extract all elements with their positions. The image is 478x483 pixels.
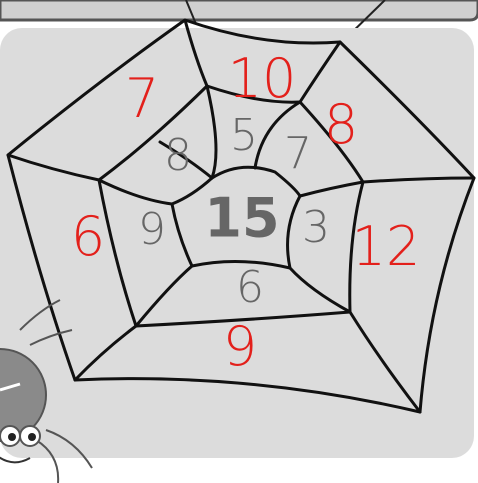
center-number: 15 bbox=[204, 187, 279, 250]
outer-number-top: 10 bbox=[228, 47, 297, 110]
outer-number-top-right: 8 bbox=[324, 93, 358, 156]
top-banner bbox=[0, 0, 478, 20]
outer-number-top-left: 7 bbox=[125, 67, 159, 130]
outer-number-bottom: 9 bbox=[223, 315, 257, 378]
middle-number-right: 3 bbox=[302, 202, 330, 253]
middle-number-left: 9 bbox=[138, 204, 166, 255]
outer-number-left: 6 bbox=[71, 205, 105, 268]
middle-number-top-left: 8 bbox=[164, 130, 192, 181]
middle-number-bottom: 6 bbox=[236, 262, 264, 313]
middle-number-top: 5 bbox=[230, 110, 258, 161]
outer-number-right: 12 bbox=[352, 215, 421, 278]
middle-number-top-right: 7 bbox=[284, 128, 312, 179]
